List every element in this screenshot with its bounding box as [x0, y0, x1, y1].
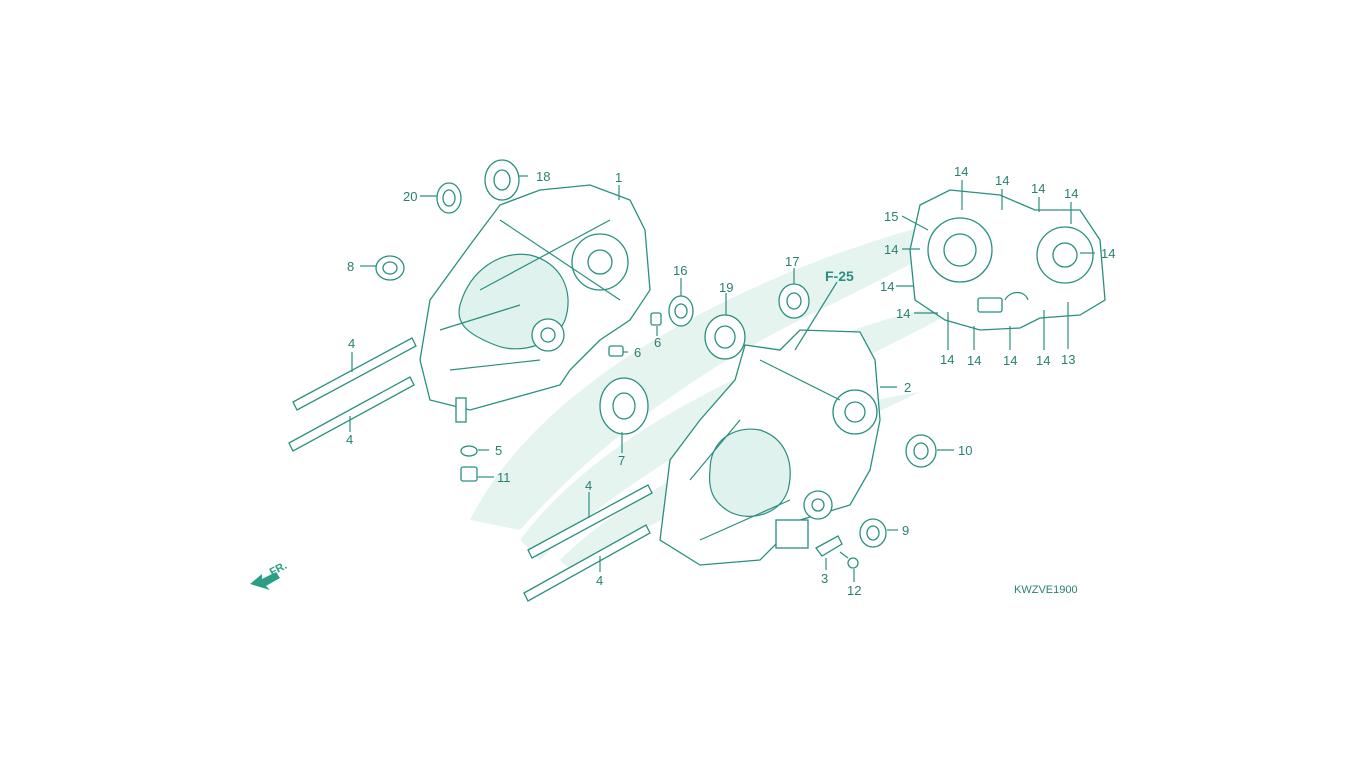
reference-label[interactable]: F-25	[825, 268, 854, 284]
callout-12: 12	[847, 583, 861, 598]
callout-16: 16	[673, 263, 687, 278]
callout-4-upper-center: 4	[585, 478, 592, 493]
stud-bolt-4-upper-center	[527, 484, 653, 559]
bearing-17	[778, 283, 810, 319]
callout-2: 2	[904, 380, 911, 395]
setting-plate-3	[815, 535, 843, 557]
left-crankcase-half	[419, 184, 651, 423]
callout-4-upper-left: 4	[348, 336, 355, 351]
bearing-16	[668, 295, 694, 327]
oil-seal-9	[859, 518, 887, 548]
callout-14-c: 14	[1031, 181, 1045, 196]
stud-bolt-4-upper-left	[292, 337, 417, 411]
callout-14-b: 14	[995, 173, 1009, 188]
callout-14-e: 14	[1101, 246, 1115, 261]
leader-lines	[349, 175, 1095, 582]
oil-seal-20	[436, 182, 462, 214]
callout-11: 11	[497, 470, 511, 485]
callout-8: 8	[347, 259, 354, 274]
callout-6-lower: 6	[634, 345, 641, 360]
callout-14-i: 14	[940, 352, 954, 367]
callout-18: 18	[536, 169, 550, 184]
callout-6-upper: 6	[654, 335, 661, 350]
dowel-pin-6-lower	[608, 345, 624, 357]
callout-14-k: 14	[1003, 353, 1017, 368]
stud-bolt-4-lower-center	[523, 524, 651, 602]
crankcase-flange-view	[909, 189, 1106, 331]
callout-20: 20	[403, 189, 417, 204]
callout-9: 9	[902, 523, 909, 538]
callout-1: 1	[615, 170, 622, 185]
front-arrow-label: FR.	[268, 560, 289, 579]
right-crankcase-half	[659, 329, 881, 566]
callout-14-d: 14	[1064, 186, 1078, 201]
callout-17: 17	[785, 254, 799, 269]
callout-10: 10	[958, 443, 972, 458]
callout-13: 13	[1061, 352, 1075, 367]
oil-seal-10	[905, 434, 937, 468]
callout-14-m: 14	[884, 242, 898, 257]
diagram-code: KWZVE1900	[1014, 584, 1078, 596]
callout-14-l: 14	[1036, 353, 1050, 368]
bearing-19	[704, 314, 746, 360]
callout-14-a: 14	[954, 164, 968, 179]
callout-7: 7	[618, 453, 625, 468]
callout-19: 19	[719, 280, 733, 295]
callout-4-lower-center: 4	[596, 573, 603, 588]
drain-bolt-11	[460, 466, 478, 482]
bearing-7	[599, 377, 649, 435]
callout-4-lower-left: 4	[346, 432, 353, 447]
callout-14-h: 14	[896, 306, 910, 321]
callout-labels: 1 2 3 4 4 4 4 5 6 6 7 8 9 10 11 12 13 14…	[346, 164, 1115, 598]
callout-3: 3	[821, 571, 828, 586]
stud-bolt-4-lower-left	[288, 376, 415, 452]
callout-14-g: 14	[880, 279, 894, 294]
front-arrow-icon: FR.	[250, 560, 289, 590]
sealing-washer-5	[460, 445, 478, 457]
bearing-18	[484, 159, 520, 201]
oil-seal-8	[375, 255, 405, 281]
callout-15: 15	[884, 209, 898, 224]
screw-12	[839, 551, 859, 569]
dowel-pin-6-upper	[650, 312, 662, 326]
callout-14-j: 14	[967, 353, 981, 368]
callout-5: 5	[495, 443, 502, 458]
